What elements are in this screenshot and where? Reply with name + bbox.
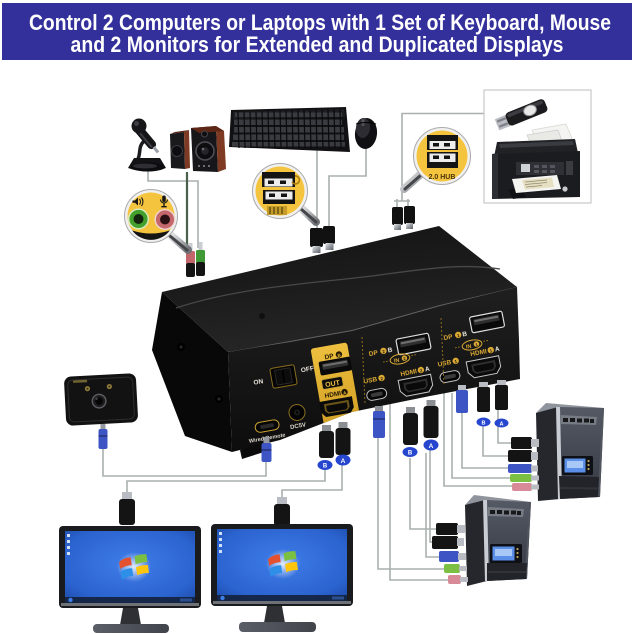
svg-text:and 2 Monitors for Extended an: and 2 Monitors for Extended and Duplicat… xyxy=(71,32,564,57)
svg-text:A: A xyxy=(500,422,504,428)
svg-text:IN: IN xyxy=(466,344,473,351)
svg-text:A: A xyxy=(429,443,434,450)
svg-text:DP: DP xyxy=(443,333,454,342)
svg-text:IN: IN xyxy=(393,358,400,365)
svg-text:1: 1 xyxy=(475,342,479,347)
svg-text:1: 1 xyxy=(489,348,493,353)
svg-text:DP: DP xyxy=(368,349,379,358)
svg-text:B: B xyxy=(387,347,393,355)
svg-text:2: 2 xyxy=(382,349,386,354)
svg-text:HDMI: HDMI xyxy=(400,368,418,378)
svg-text:DP: DP xyxy=(324,353,335,362)
svg-text:USB: USB xyxy=(437,359,452,369)
svg-text:A: A xyxy=(343,390,348,396)
svg-text:B: B xyxy=(408,451,413,457)
svg-text:2: 2 xyxy=(403,356,407,361)
svg-text:ON: ON xyxy=(253,378,264,387)
svg-text:B: B xyxy=(482,421,486,427)
svg-text:OUT: OUT xyxy=(325,380,341,390)
svg-text:2.0 HUB: 2.0 HUB xyxy=(429,174,456,181)
svg-text:A: A xyxy=(494,346,500,354)
svg-text:A: A xyxy=(424,366,430,374)
svg-text:HDMI: HDMI xyxy=(324,390,342,400)
svg-text:1: 1 xyxy=(454,359,458,364)
svg-text:A: A xyxy=(341,458,346,465)
svg-text:USB: USB xyxy=(363,376,378,386)
svg-text:2: 2 xyxy=(419,368,423,373)
svg-text:DC5V: DC5V xyxy=(290,422,307,431)
svg-text:2: 2 xyxy=(380,376,384,381)
svg-text:B: B xyxy=(337,352,342,358)
svg-text:B: B xyxy=(462,331,468,339)
svg-text:Control 2 Computers or Laptops: Control 2 Computers or Laptops with 1 Se… xyxy=(29,10,611,35)
svg-text:B: B xyxy=(323,464,328,470)
svg-text:HDMI: HDMI xyxy=(470,348,488,358)
svg-text:1: 1 xyxy=(457,333,461,338)
svg-text:OFF: OFF xyxy=(300,365,314,374)
